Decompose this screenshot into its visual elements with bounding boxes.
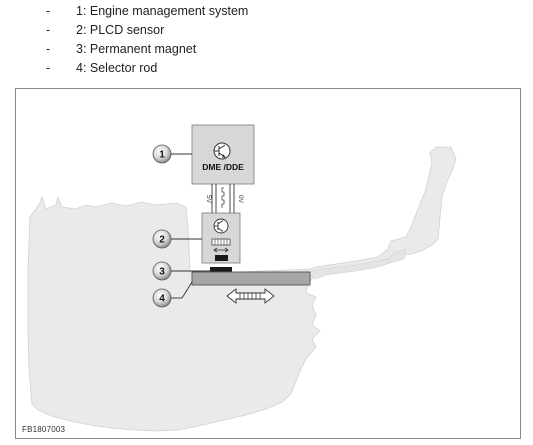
callout-2-number: 2 [159, 235, 165, 246]
legend-bullet: - [46, 61, 51, 75]
permanent-magnet [210, 267, 232, 272]
legend-bullet: - [46, 4, 51, 18]
callout-4: 4 [152, 288, 172, 308]
transmission-housing [27, 146, 457, 432]
double-arrow-small-icon [213, 247, 229, 253]
coil-icon [211, 238, 231, 246]
movement-arrow-icon [226, 288, 275, 304]
transmission-pipe [305, 248, 407, 280]
callout-2: 2 [152, 229, 172, 249]
legend-bullet: - [46, 42, 51, 56]
wire-label-5v: 5V [205, 195, 212, 204]
selector-rod [191, 271, 311, 286]
legend-text: 4: Selector rod [76, 61, 158, 75]
figure-code: FB1807003 [22, 425, 66, 434]
wire-label-0v: 0V [237, 195, 244, 204]
diagram-figure: DME /DDE 5V 0V [15, 88, 521, 439]
plcd-sensor-box [201, 212, 241, 264]
callout-4-number: 4 [159, 294, 165, 305]
transistor-icon [213, 142, 231, 160]
legend-text: 1: Engine management system [76, 4, 249, 18]
diagram-canvas: DME /DDE 5V 0V [27, 124, 457, 432]
sensor-wires [211, 184, 235, 213]
magnet-small-icon [215, 255, 228, 261]
callout-3: 3 [152, 261, 172, 281]
callout-1-number: 1 [159, 150, 165, 161]
legend-bullet: - [46, 23, 51, 37]
legend-text: 2: PLCD sensor [76, 23, 165, 37]
callout-1: 1 [152, 144, 172, 164]
dme-label: DME /DDE [202, 162, 244, 172]
pulse-signal-icon [221, 187, 225, 208]
legend-text: 3: Permanent magnet [76, 42, 197, 56]
callout-3-number: 3 [159, 267, 165, 278]
callout-leaders [171, 153, 210, 299]
sensor-transistor-icon [213, 218, 229, 234]
